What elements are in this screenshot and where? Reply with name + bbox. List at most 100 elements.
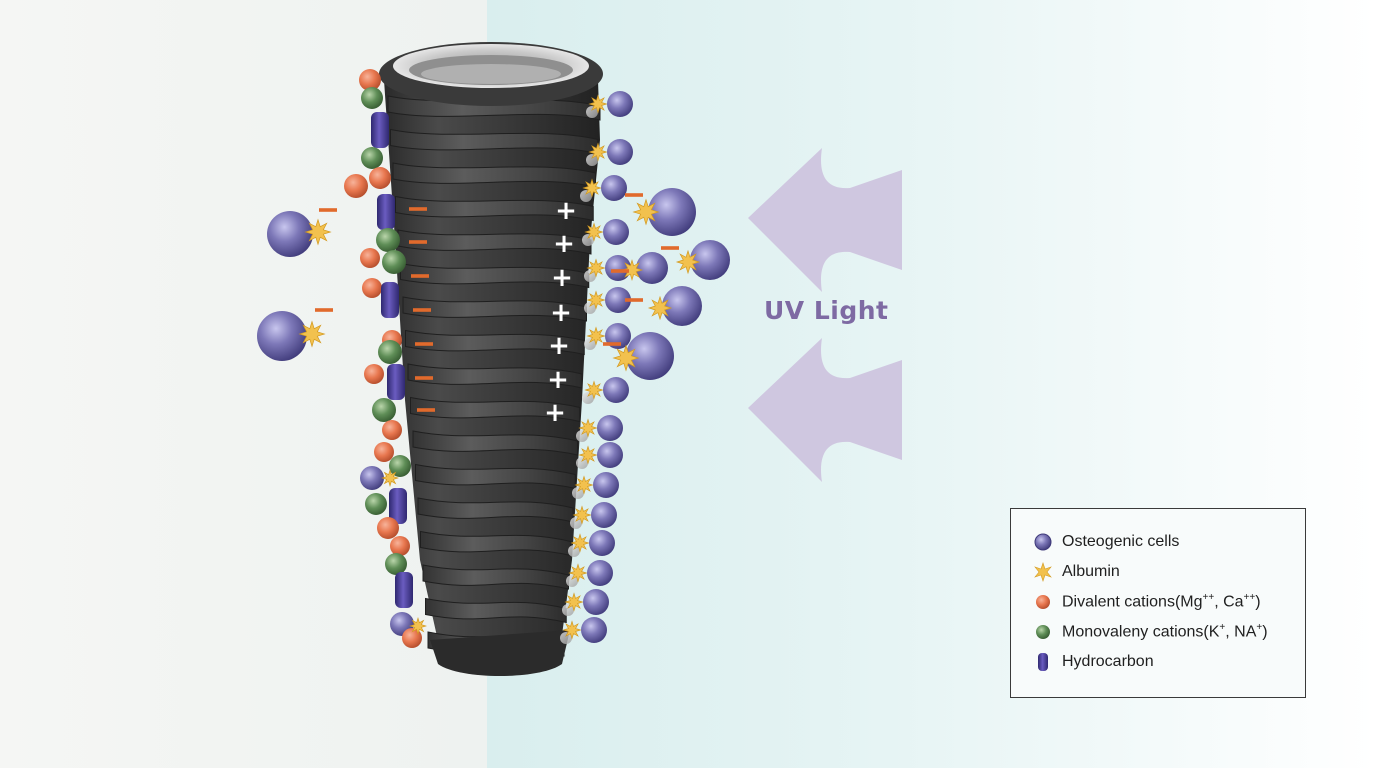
albumin [588, 94, 608, 114]
hydrocarbon [387, 364, 405, 400]
albumin [588, 142, 608, 162]
negative-charge-sign [409, 207, 427, 211]
surface-bead [586, 106, 598, 118]
surface-bead [584, 338, 596, 350]
implant-thread [412, 430, 578, 456]
divalent-cation [377, 517, 399, 539]
albumin [584, 222, 604, 242]
legend-item-monovalent: Monovaleny cations(K+, NA+) [1033, 617, 1305, 647]
uv-arrow-icon [748, 148, 902, 292]
divalent-cation [374, 442, 394, 462]
legend-item-divalent: Divalent cations(Mg++, Ca++) [1033, 587, 1305, 617]
albumin [304, 218, 332, 246]
negative-charge-sign [413, 308, 431, 312]
legend-item-albumin: Albumin [1033, 557, 1305, 587]
osteogenic-cell [257, 311, 307, 361]
osteogenic-cell [690, 240, 730, 280]
osteogenic-cell [603, 377, 629, 403]
negative-charge-sign [415, 376, 433, 380]
albumin [675, 249, 701, 275]
positive-charge-sign: + [555, 196, 577, 226]
legend-label-divalent: Divalent cations(Mg++, Ca++) [1062, 592, 1261, 611]
legend-label-monovalent: Monovaleny cations(K+, NA+) [1062, 622, 1268, 641]
albumin [586, 258, 606, 278]
albumin [572, 505, 592, 525]
osteogenic-cell [360, 466, 384, 490]
albumin-icon [1034, 562, 1052, 582]
osteogenic-cell [591, 502, 617, 528]
dental-implant [379, 42, 603, 676]
albumin [381, 469, 399, 487]
implant-thread [425, 597, 567, 624]
legend-item-hydrocarbon: Hydrocarbon [1033, 647, 1305, 677]
implant-thread [397, 229, 592, 255]
surface-bead [576, 430, 588, 442]
osteogenic-cell [603, 219, 629, 245]
albumin [568, 563, 588, 583]
hydrocarbon [371, 112, 389, 148]
hydrocarbon [377, 194, 395, 230]
negative-charge-sign [411, 274, 429, 278]
implant-thread [402, 296, 587, 322]
monovalent-cation [361, 147, 383, 169]
divalent-cation [359, 69, 381, 91]
divalent-cation [382, 420, 402, 440]
osteogenic-cell [597, 415, 623, 441]
divalent-cation [364, 364, 384, 384]
surface-bead [562, 604, 574, 616]
albumin [562, 620, 582, 640]
osteogenic-cell [601, 175, 627, 201]
implant-thread [400, 262, 590, 289]
negative-charge-sign [625, 193, 643, 197]
albumin [584, 380, 604, 400]
legend-label-osteogenic: Osteogenic cells [1062, 533, 1180, 550]
osteogenic-cell [626, 332, 674, 380]
surface-bead [568, 545, 580, 557]
divalent-cation [344, 174, 368, 198]
osteogenic-cell [605, 287, 631, 313]
albumin [409, 617, 427, 635]
hydrocarbon [381, 282, 399, 318]
albumin [574, 475, 594, 495]
osteogenic-cell [587, 560, 613, 586]
osteogenic-cell [581, 617, 607, 643]
positive-charge-sign: + [551, 263, 573, 293]
surface-bead [582, 392, 594, 404]
albumin [564, 592, 584, 612]
divalent-cation [369, 167, 391, 189]
negative-charge-sign [319, 208, 337, 212]
positive-charge-sign: + [553, 229, 575, 259]
surface-bead [572, 487, 584, 499]
hydrocarbon [395, 572, 413, 608]
surface-bead [566, 575, 578, 587]
divalent-cation [360, 248, 380, 268]
monovalent-cation [376, 228, 400, 252]
positive-charge-sign: + [547, 365, 569, 395]
implant-thread [422, 564, 569, 590]
positive-charge-sign: + [544, 398, 566, 428]
uv-arrow-icon [748, 338, 902, 482]
albumin [578, 445, 598, 465]
positive-charge-sign: + [548, 331, 570, 361]
osteogenic-cell [605, 255, 631, 281]
osteogenic-cell [607, 139, 633, 165]
osteogenic-cell [636, 252, 668, 284]
divalent-cation [362, 278, 382, 298]
osteogenic-cell-icon [1034, 533, 1052, 551]
surface-bead [586, 154, 598, 166]
osteogenic-cell [593, 472, 619, 498]
legend: Osteogenic cells Albumin Divalent cation… [1010, 508, 1306, 698]
surface-bead [570, 517, 582, 529]
monovalent-cation [389, 455, 411, 477]
albumin [632, 198, 660, 226]
surface-particles [257, 69, 730, 648]
negative-charge-sign [315, 308, 333, 312]
osteogenic-cell [607, 91, 633, 117]
albumin [298, 320, 326, 348]
implant-thread [405, 329, 585, 356]
osteogenic-cell [267, 211, 313, 257]
hydrocarbon [389, 488, 407, 524]
osteogenic-cell [589, 530, 615, 556]
